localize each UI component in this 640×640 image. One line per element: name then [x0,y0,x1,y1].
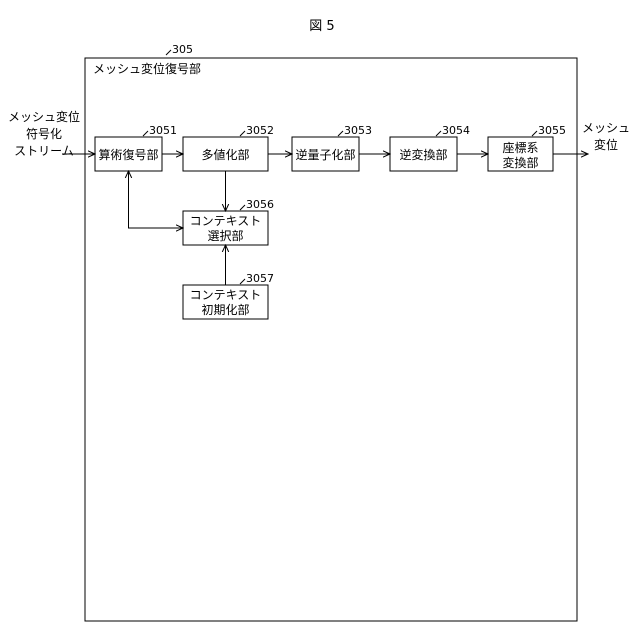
block-context-init-text-2: 初期化部 [201,302,249,317]
outer-ref-number: 305 [172,43,193,56]
block-inverse-transform-text: 逆変換部 [399,147,447,162]
block-multivalue: 多値化部 3052 [183,124,274,171]
block-context-init-text-1: コンテキスト [190,288,262,302]
ref-number-3052: 3052 [246,124,274,137]
block-coord-transform: 座標系 変換部 3055 [488,124,566,171]
input-label-line-2: 符号化 [26,126,62,141]
ref-tick-3055 [532,131,537,136]
arrow-context-select-arith-bidirectional [129,171,184,228]
outer-ref-tick [166,50,171,55]
ref-tick-3057 [240,279,245,284]
block-context-select: コンテキスト 選択部 3056 [183,198,274,245]
ref-tick-3052 [240,131,245,136]
ref-number-3053: 3053 [344,124,372,137]
block-arith-decoder-text: 算術復号部 [98,147,158,162]
output-displacement-label: メッシュ 変位 [582,121,630,152]
ref-tick-3053 [338,131,343,136]
ref-number-3056: 3056 [246,198,274,211]
output-label-line-2: 変位 [594,137,618,152]
block-context-select-text-1: コンテキスト [190,214,262,228]
block-coord-transform-text-2: 変換部 [502,155,538,170]
ref-tick-3056 [240,205,245,210]
block-context-init: コンテキスト 初期化部 3057 [183,272,274,319]
input-stream-label: メッシュ変位 符号化 ストリーム [8,109,80,158]
input-label-line-3: ストリーム [14,144,74,158]
ref-number-3057: 3057 [246,272,274,285]
block-arith-decoder: 算術復号部 3051 [95,124,177,171]
block-coord-transform-text-1: 座標系 [502,140,538,155]
input-label-line-1: メッシュ変位 [8,109,80,124]
block-context-select-text-2: 選択部 [207,228,243,243]
ref-tick-3054 [436,131,441,136]
output-label-line-1: メッシュ [582,121,630,135]
ref-number-3055: 3055 [538,124,566,137]
ref-number-3051: 3051 [149,124,177,137]
block-inverse-transform: 逆変換部 3054 [390,124,470,171]
ref-number-3054: 3054 [442,124,470,137]
ref-tick-3051 [143,131,148,136]
block-inverse-quantizer-text: 逆量子化部 [295,147,355,162]
figure-title: 図 5 [309,19,334,34]
block-multivalue-text: 多値化部 [201,147,249,162]
block-inverse-quantizer: 逆量子化部 3053 [292,124,372,171]
outer-decoder-label: メッシュ変位復号部 [93,61,201,76]
